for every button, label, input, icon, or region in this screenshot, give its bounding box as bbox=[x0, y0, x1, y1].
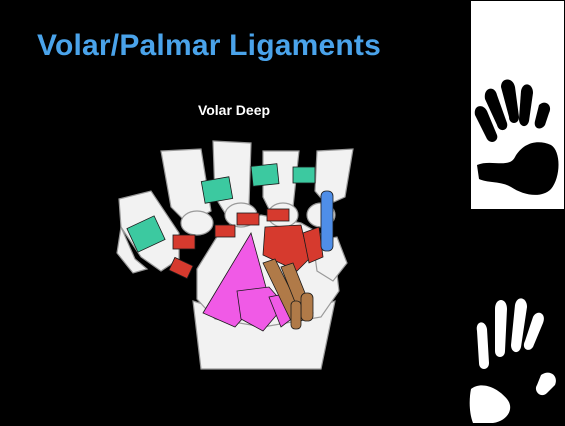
ligament-green-2 bbox=[251, 164, 279, 187]
ligament-brown-3 bbox=[301, 293, 313, 321]
ligament-green-3 bbox=[293, 167, 315, 183]
side-panel-bottom bbox=[467, 213, 564, 425]
finger-1 bbox=[477, 322, 489, 369]
ligament-green-1 bbox=[201, 177, 232, 204]
ligament-red-4 bbox=[267, 209, 289, 221]
right-hand-silhouette bbox=[471, 1, 564, 209]
slide-main: Volar/Palmar Ligaments Volar Deep bbox=[1, 1, 467, 425]
finger-2 bbox=[495, 300, 507, 357]
metacarpal-middle bbox=[213, 141, 251, 213]
side-panel-top bbox=[467, 1, 564, 213]
hand-ligament-diagram bbox=[1, 1, 467, 425]
finger-4 bbox=[524, 313, 544, 350]
thumb bbox=[536, 373, 556, 396]
palm bbox=[470, 385, 510, 423]
finger-4 bbox=[519, 84, 533, 126]
ligament-blue bbox=[321, 191, 333, 251]
palm bbox=[477, 142, 559, 195]
left-hand-silhouette bbox=[467, 213, 564, 425]
joint-index bbox=[181, 211, 213, 235]
ligament-red-1 bbox=[173, 235, 195, 249]
ligament-red-3 bbox=[237, 213, 259, 225]
ligament-brown-4 bbox=[291, 301, 301, 329]
ligament-red-2 bbox=[215, 225, 235, 237]
thumb bbox=[535, 103, 550, 129]
